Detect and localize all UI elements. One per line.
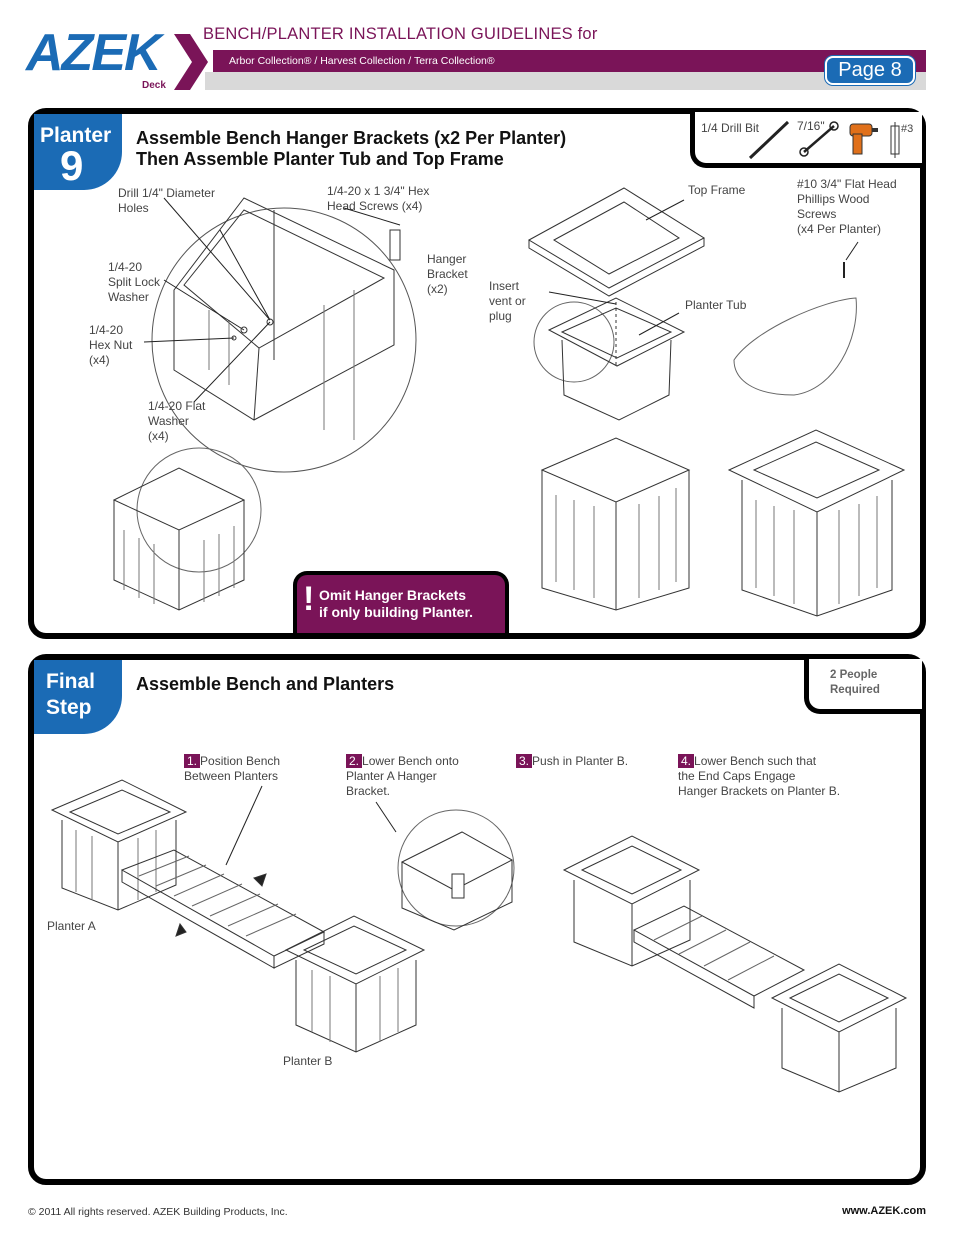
planter-with-frame-drawing xyxy=(727,429,906,617)
footer-website-link[interactable]: www.AZEK.com xyxy=(842,1205,926,1217)
planter-b-drawing xyxy=(284,915,426,1053)
label-drill-holes: Drill 1/4" Diameter Holes xyxy=(118,186,215,215)
final-step-panel xyxy=(28,654,926,1185)
bracket-detail-magnifier xyxy=(143,197,417,473)
step-2-text: Lower Bench onto Planter A Hanger Bracke… xyxy=(346,754,459,798)
arrow-icon xyxy=(175,873,267,937)
planter-tub-drawing xyxy=(533,291,686,421)
final-tab-word1: Final xyxy=(46,670,96,693)
logo-chevron-icon xyxy=(174,34,208,90)
document-title: BENCH/PLANTER INSTALLATION GUIDELINES fo… xyxy=(203,25,598,43)
tools-box xyxy=(690,112,922,168)
wrench-icon xyxy=(799,121,839,157)
warning-icon: ! xyxy=(303,580,315,618)
tool-wrench-label: 7/16" xyxy=(797,119,825,133)
step-1-text: Position Bench Between Planters xyxy=(184,754,281,783)
final-step-4: 4.Lower Bench such that the End Caps Eng… xyxy=(678,754,840,799)
top-frame-drawing xyxy=(527,187,706,297)
label-wood-screws: #10 3/4" Flat Head Phillips Wood Screws … xyxy=(797,177,897,236)
step-2-pointer xyxy=(375,801,397,833)
label-hanger-bracket: Hanger Bracket (x2) xyxy=(427,252,468,296)
label-insert-vent: Insert vent or plug xyxy=(489,279,526,323)
step-3-number: 3. xyxy=(516,754,533,768)
page-number-badge: Page 8 xyxy=(825,56,915,85)
label-planter-tub: Planter Tub xyxy=(685,298,747,312)
planter-a-drawing xyxy=(50,779,188,911)
wood-screw-detail xyxy=(733,241,859,396)
people-required-text: 2 People Required xyxy=(830,669,880,696)
label-planter-a: Planter A xyxy=(47,919,96,933)
header-gray-band xyxy=(205,72,926,90)
azek-logo: AZEK Deck xyxy=(24,24,212,91)
step-1-number: 1. xyxy=(184,754,201,768)
final-step-title: Assemble Bench and Planters xyxy=(136,674,395,694)
step-9-tab: Planter 9 xyxy=(34,114,122,190)
step-9-title-line1: Assemble Bench Hanger Brackets (x2 Per P… xyxy=(136,128,567,148)
small-planter-drawing xyxy=(112,447,262,611)
final-step-3: 3.Push in Planter B. xyxy=(516,754,628,769)
step-3-text: Push in Planter B. xyxy=(532,754,629,768)
final-step-1: 1.Position Bench Between Planters xyxy=(184,754,280,784)
label-split-lock: 1/4-20 Split Lock Washer xyxy=(108,260,161,304)
bracket-engage-detail xyxy=(397,809,515,931)
step-9-illustrations xyxy=(112,187,906,617)
step-1-pointer xyxy=(225,785,263,866)
step-9-panel xyxy=(28,108,926,639)
drill-bit-icon xyxy=(748,120,790,160)
bench-drawing xyxy=(120,849,326,969)
assembled-bench-drawing xyxy=(562,835,908,1093)
step-9-title-line2: Then Assemble Planter Tub and Top Frame xyxy=(136,149,504,169)
final-step-tab: Final Step xyxy=(34,660,122,734)
screwdriver-bit-icon xyxy=(890,122,900,158)
collections-subtitle: Arbor Collection® / Harvest Collection /… xyxy=(229,55,495,67)
label-flat-washer: 1/4-20 Flat Washer (x4) xyxy=(148,399,206,443)
tool-drill-bit-label: 1/4 Drill Bit xyxy=(701,121,760,135)
step-9-tab-number: 9 xyxy=(60,142,84,189)
tools-icons xyxy=(748,120,900,160)
warning-text: Omit Hanger Brackets if only building Pl… xyxy=(319,587,474,620)
step-9-tab-word: Planter xyxy=(40,124,112,147)
final-step-illustrations xyxy=(50,779,908,1093)
footer-copyright: © 2011 All rights reserved. AZEK Buildin… xyxy=(28,1206,288,1218)
step-4-number: 4. xyxy=(678,754,695,768)
label-top-frame: Top Frame xyxy=(688,183,746,197)
logo-deck-text: Deck xyxy=(142,80,166,91)
step-4-text: Lower Bench such that the End Caps Engag… xyxy=(678,754,841,798)
step-9-title: Assemble Bench Hanger Brackets (x2 Per P… xyxy=(136,128,566,170)
label-planter-b: Planter B xyxy=(283,1054,333,1068)
logo-wordmark: AZEK xyxy=(24,24,165,82)
step-2-number: 2. xyxy=(346,754,363,768)
header-purple-band xyxy=(213,50,926,72)
final-tab-word2: Step xyxy=(46,696,92,719)
tool-driver-label: #3 xyxy=(901,123,914,135)
final-step-2: 2.Lower Bench onto Planter A Hanger Brac… xyxy=(346,754,459,799)
label-hex-nut: 1/4-20 Hex Nut (x4) xyxy=(89,323,133,367)
omit-brackets-warning: ! Omit Hanger Brackets if only building … xyxy=(293,571,509,633)
planter-no-frame-drawing xyxy=(540,437,691,611)
power-drill-icon xyxy=(849,123,878,155)
people-required-box xyxy=(804,659,922,714)
